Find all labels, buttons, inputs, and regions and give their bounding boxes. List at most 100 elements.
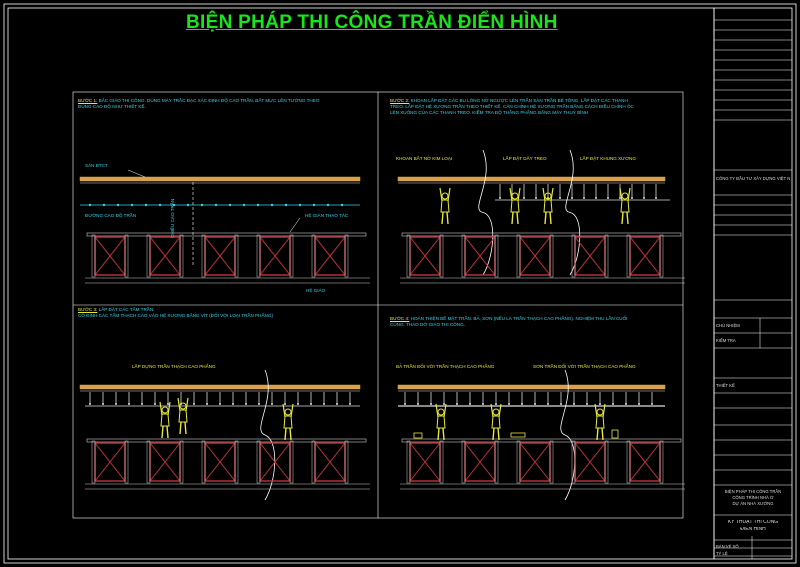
level-mark	[270, 203, 274, 207]
panel-step-1	[79, 169, 370, 284]
hanger-clip	[651, 403, 653, 405]
hanger-clip	[534, 403, 536, 405]
hanger-clip	[638, 403, 640, 405]
worker-arm	[185, 397, 189, 412]
worker-figure	[619, 187, 631, 225]
hanger-clip	[499, 197, 501, 199]
scaffold-post	[344, 234, 349, 278]
hanger-clip	[89, 403, 91, 405]
scaffold-brace	[519, 236, 551, 276]
hanger-clip	[193, 403, 195, 405]
scaffold-post	[461, 440, 466, 484]
worker-leg	[442, 427, 445, 441]
scaffold-post	[439, 440, 444, 484]
hanger-clip	[573, 403, 575, 405]
worker-leg	[284, 427, 287, 441]
hanger-clip	[245, 403, 247, 405]
worker-figure	[177, 397, 189, 435]
hanger-clip	[607, 197, 609, 199]
label-floor: HỆ GIÁO	[306, 288, 326, 293]
tb-project-2: CÔNG TRÌNH NHÀ Ở	[732, 495, 774, 500]
level-mark	[144, 203, 148, 207]
hanger-clip	[430, 403, 432, 405]
scaffold-post	[124, 234, 129, 278]
worker-leg	[544, 211, 547, 225]
break-line	[565, 149, 581, 276]
scaffold-post	[549, 440, 554, 484]
worker-leg	[626, 211, 629, 225]
hanger-clip	[154, 403, 156, 405]
level-mark	[186, 203, 190, 207]
tb-approved: CHỦ NHIỆM	[716, 323, 740, 328]
worker-head	[161, 406, 169, 414]
scaffold-post	[91, 440, 96, 484]
panel4-note-line2: CÙNG. THÁO DỠ GIÁO THI CÔNG.	[390, 322, 465, 327]
hanger-clip	[128, 403, 130, 405]
level-mark	[116, 203, 120, 207]
worker-arm	[550, 187, 554, 202]
page-title: BIỆN PHÁP THI CÔNG TRẦN ĐIỂN HÌNH	[186, 12, 558, 33]
worker-figure	[509, 187, 521, 225]
scaffold-brace	[464, 236, 496, 276]
worker-head	[511, 192, 519, 200]
paint-can	[611, 429, 619, 439]
scaffold-brace	[204, 442, 236, 482]
worker-leg	[161, 425, 164, 439]
worker-leg	[549, 211, 552, 225]
hanger-clip	[655, 197, 657, 199]
panel-step-4	[397, 369, 685, 501]
worker-body	[620, 199, 630, 213]
worker-leg	[511, 211, 514, 225]
level-mark	[200, 203, 204, 207]
hanger-clip	[535, 197, 537, 199]
panel3-label-a: LẮP DỰNG TRẦN THẠCH CAO PHẲNG	[132, 364, 216, 369]
worker-arm	[159, 401, 163, 416]
hanger-clip	[523, 197, 525, 199]
scaffold-post	[494, 440, 499, 484]
scaffold-brace	[574, 236, 606, 276]
label-ceiling-level: ĐƯỜNG CAO ĐỘ TRẦN	[85, 213, 137, 218]
worker-body	[283, 415, 293, 429]
scaffold-brace	[94, 236, 126, 276]
panel3-note: BƯỚC 3: LẮP ĐẶT CÁC TẤM TRẦN CỐ ĐỊNH CÁC…	[78, 307, 273, 319]
panel2-label-a: KHOAN BẮT NỞ KIM LOẠI	[396, 156, 453, 161]
concrete-slab	[79, 384, 361, 390]
scaffold-brace	[149, 442, 181, 482]
panel2-step: BƯỚC 2:	[390, 98, 410, 103]
panel-step-2	[397, 149, 685, 284]
panel3-note-line1: CỐ ĐỊNH CÁC TẤM THẠCH CAO VÀO HỆ XƯƠNG B…	[78, 313, 273, 318]
scaffold-post	[179, 440, 184, 484]
worker-arm	[602, 403, 606, 418]
worker-figure	[594, 403, 606, 441]
worker-head	[621, 192, 629, 200]
worker-leg	[596, 427, 599, 441]
scaffold-post	[311, 234, 316, 278]
hanger-clip	[625, 403, 627, 405]
worker-body	[491, 415, 501, 429]
worker-arm	[290, 403, 294, 418]
hanger-clip	[443, 403, 445, 405]
break-line	[560, 369, 576, 501]
tb-project-1: BIỆN PHÁP THI CÔNG TRẦN	[724, 489, 782, 494]
worker-leg	[492, 427, 495, 441]
scaffold-brace	[204, 236, 236, 276]
level-mark	[326, 203, 330, 207]
label-scaffold: HỆ GIÀN THAO TÁC	[305, 213, 349, 218]
worker-figure	[282, 403, 294, 441]
level-mark	[214, 203, 218, 207]
worker-arm	[627, 187, 631, 202]
scaffold-brace	[149, 236, 181, 276]
scaffold-post	[344, 440, 349, 484]
scaffold-post	[289, 234, 294, 278]
scaffold-post	[406, 440, 411, 484]
hanger-clip	[206, 403, 208, 405]
label-slab: SÀN BTCT	[85, 163, 108, 168]
hanger-clip	[323, 403, 325, 405]
break-line	[260, 369, 276, 501]
scaffold-post	[201, 234, 206, 278]
hanger-clip	[417, 403, 419, 405]
scaffold-brace	[314, 442, 346, 482]
scaffold-post	[626, 234, 631, 278]
hanger-clip	[349, 403, 351, 405]
